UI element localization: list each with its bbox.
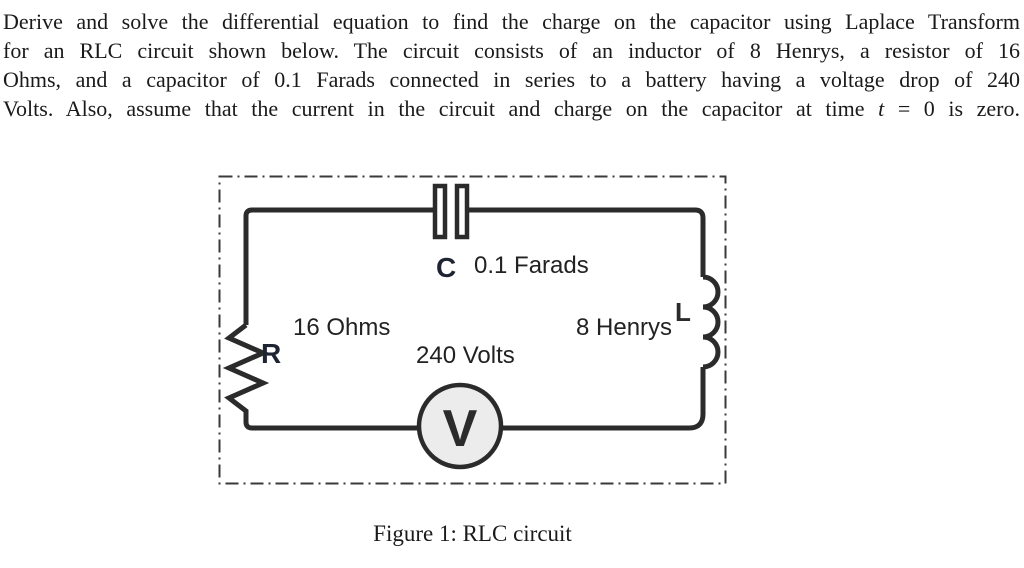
figure-caption: Figure 1: RLC circuit <box>373 521 572 546</box>
problem-line-3: Ohms, and a capacitor of 0.1 Farads conn… <box>3 67 1020 92</box>
inductor-value: 8 Henrys <box>576 314 673 341</box>
rlc-circuit-diagram <box>218 175 727 485</box>
capacitor-value: 0.1 Farads <box>474 252 589 279</box>
problem-line-4-post: = 0 is zero. <box>884 96 1021 121</box>
capacitor-symbol <box>432 183 470 240</box>
resistor-letter: R <box>261 338 282 369</box>
capacitor-plate-left <box>432 183 448 240</box>
capacitor-letter: C <box>436 252 457 283</box>
resistor-value: 16 Ohms <box>293 314 391 341</box>
source-letter: V <box>442 400 478 458</box>
voltage-source-symbol <box>416 382 504 470</box>
wire-top-left <box>243 207 433 325</box>
problem-line-4: Volts. Also, assume that the current in … <box>3 94 1020 123</box>
resistor-symbol <box>222 323 270 415</box>
inductor-letter: L <box>675 297 691 327</box>
time-variable: t <box>878 96 885 121</box>
figure-border <box>218 175 727 485</box>
problem-line-4-pre: Volts. Also, assume that the current in … <box>3 96 879 121</box>
problem-line-1: Derive and solve the differential equati… <box>3 9 1020 34</box>
source-value: 240 Volts <box>416 342 515 369</box>
capacitor-plate-right <box>454 183 470 240</box>
problem-line-2: for an RLC circuit shown below. The circ… <box>3 38 1020 63</box>
inductor-symbol <box>702 274 721 370</box>
wire-top-right <box>468 207 706 277</box>
problem-statement: Derive and solve the differential equati… <box>3 7 1020 123</box>
